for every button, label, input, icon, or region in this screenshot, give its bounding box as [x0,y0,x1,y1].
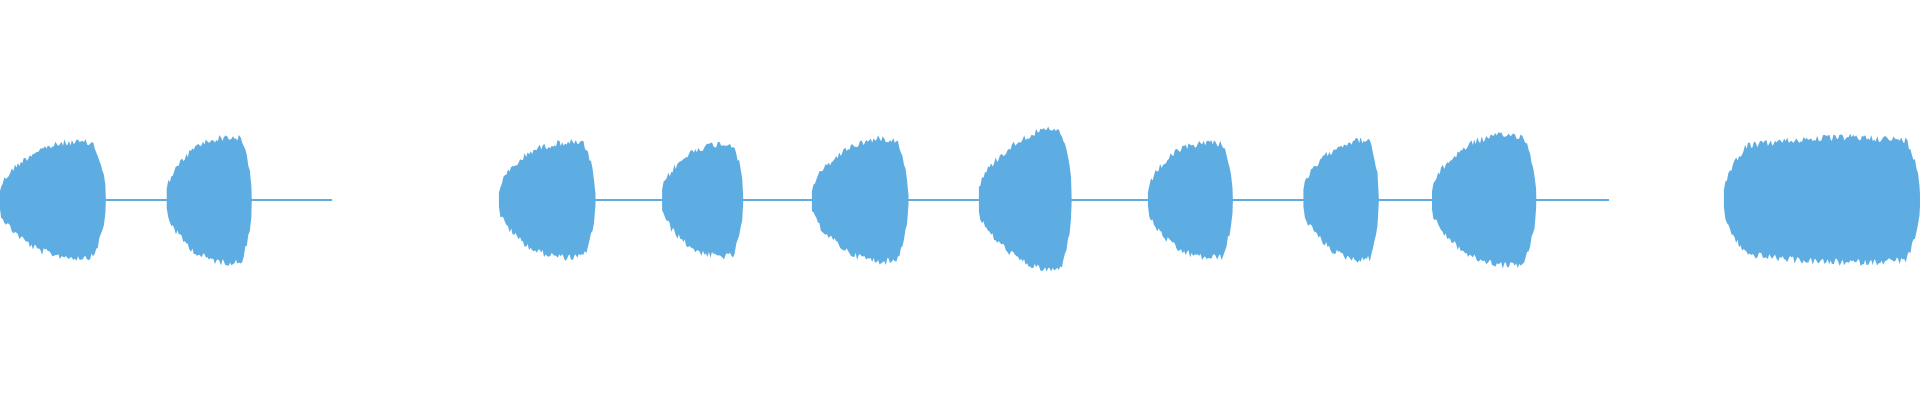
waveform-tone-13 [1147,140,1233,261]
waveform-tone-2 [166,134,252,266]
waveform-tail-1 [105,199,167,201]
waveform-tail-12 [1071,199,1149,201]
waveform-tone-15 [1303,137,1379,263]
waveform-tail-16 [1378,199,1433,201]
waveform-tail-3 [251,199,333,201]
waveform-tone-20 [1723,133,1920,266]
waveform-tail-18 [1536,199,1609,201]
waveform-tone-7 [662,141,744,260]
waveform-tone-17 [1432,132,1537,269]
waveform-tail-10 [908,199,980,201]
waveform-tone-5 [498,138,596,261]
waveform-tail-14 [1232,199,1304,201]
waveform-tail-8 [743,199,813,201]
waveform-tone-11 [978,126,1072,272]
waveform-tail-6 [595,199,663,201]
waveform-tone-0 [0,139,106,261]
waveform-tone-9 [811,135,909,265]
